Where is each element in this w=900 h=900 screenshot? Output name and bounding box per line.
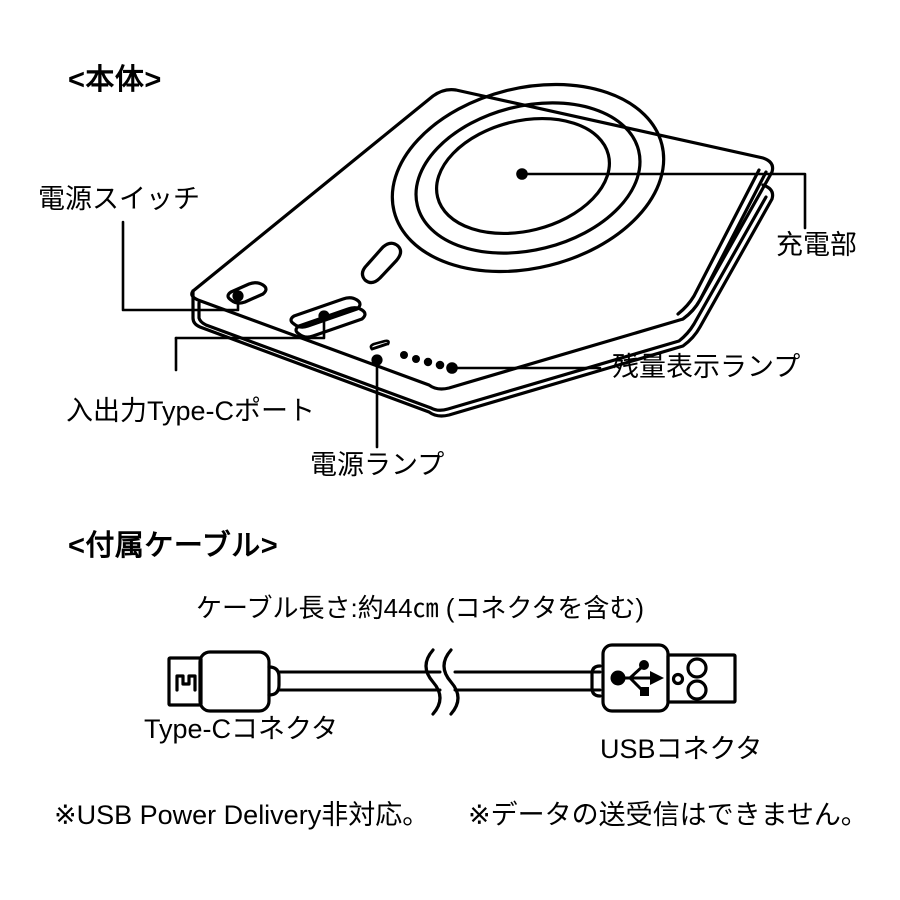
- type-c-connector-shape: [167, 650, 281, 713]
- cable-break-squiggle: [424, 648, 460, 716]
- section-heading-cable: <付属ケーブル>: [68, 530, 279, 562]
- label-usb-a-connector: USBコネクタ: [600, 734, 763, 764]
- callout-battery-lamp: 残量表示ランプ: [612, 352, 801, 382]
- dot-power-switch: [232, 290, 244, 302]
- callout-charging-area: 充電部: [776, 230, 857, 260]
- top-face-notch: [360, 241, 403, 285]
- leader-end-dots: [232, 168, 528, 374]
- cable-length-note: ケーブル長さ:約44㎝ (コネクタを含む): [196, 593, 645, 623]
- callout-usb-c-port: 入出力Type-Cポート: [66, 396, 316, 426]
- power-bank-right-bevel: [676, 168, 768, 321]
- dot-charging-area: [516, 168, 528, 180]
- power-lamp-shape: [369, 339, 390, 351]
- charging-area-rings: [390, 82, 666, 274]
- leader-usb-c-horizontal: [174, 314, 326, 340]
- leader-lines: [121, 172, 807, 449]
- usb-trident-icon-marks: [610, 660, 664, 696]
- footnote-data-transfer: ※データの送受信はできません。: [468, 800, 868, 830]
- power-switch-shape: [226, 281, 268, 305]
- cable-wire-left: [277, 670, 442, 692]
- label-type-c-connector: Type-Cコネクタ: [144, 714, 338, 744]
- usb-strain-relief: [590, 664, 602, 698]
- leader-power-switch: [121, 220, 240, 312]
- dot-usb-c-port: [318, 310, 330, 322]
- footnote-power-delivery: ※USB Power Delivery非対応。: [54, 800, 430, 830]
- usb-a-connector-shape: [601, 643, 737, 713]
- callout-power-lamp: 電源ランプ: [310, 450, 445, 480]
- leader-charging-area: [520, 172, 807, 230]
- dot-power-lamp: [371, 354, 383, 366]
- cable-wire-right: [453, 670, 602, 692]
- battery-indicator-dots: [400, 351, 445, 370]
- power-bank-front-edge: [191, 183, 775, 418]
- dot-battery-lamp: [446, 362, 458, 374]
- callout-power-switch: 電源スイッチ: [38, 184, 200, 214]
- section-heading-body: <本体>: [68, 64, 162, 96]
